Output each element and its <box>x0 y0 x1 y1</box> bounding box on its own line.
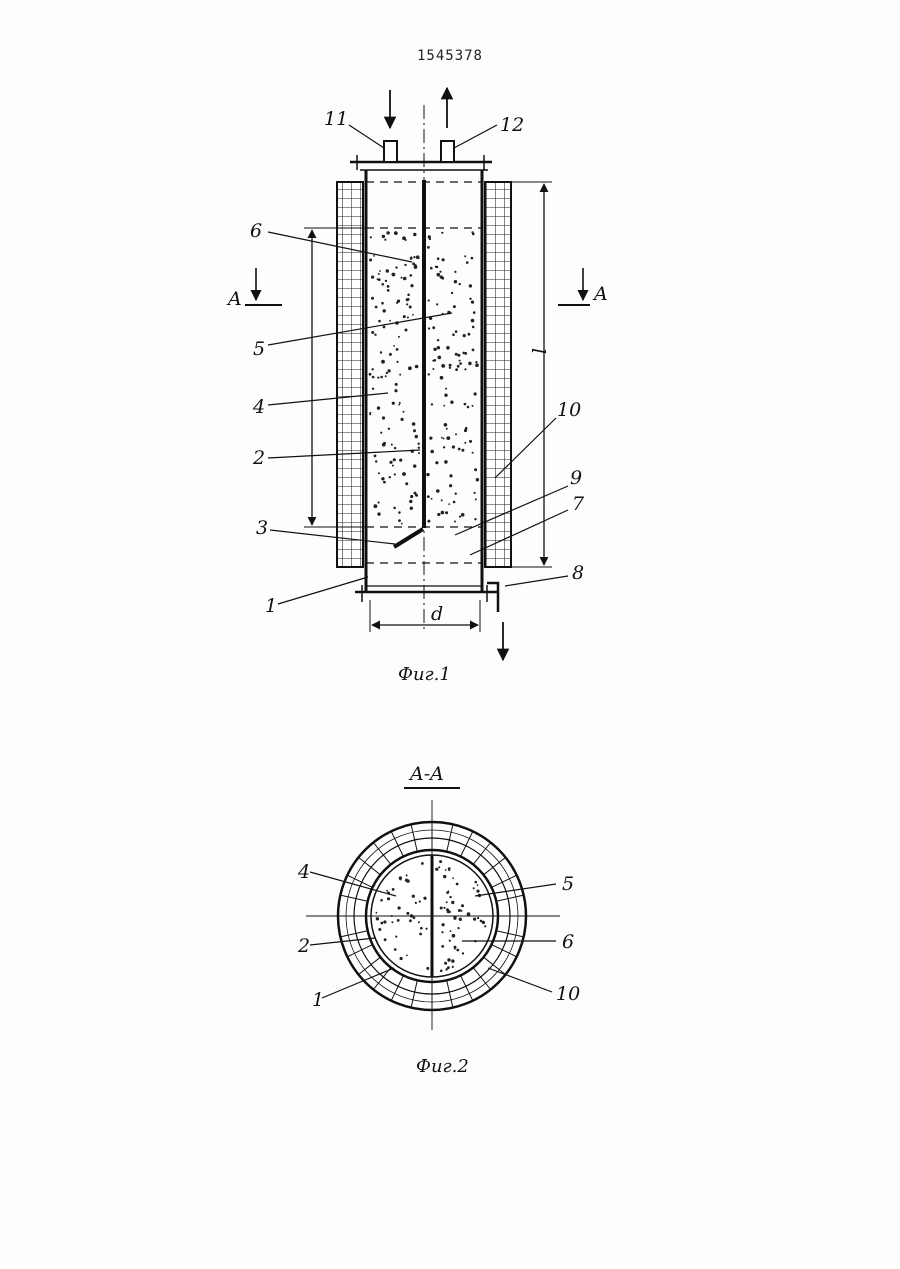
callout-9: 9 <box>570 467 582 489</box>
fig2-callout-4: 4 <box>297 861 310 883</box>
fig2-callout-2: 2 <box>297 935 310 957</box>
outlet-pipe <box>441 141 454 162</box>
length-label: l <box>527 348 549 354</box>
callout-10: 10 <box>557 399 581 421</box>
fig2-callout-10: 10 <box>556 983 580 1005</box>
svg-text:A: A <box>592 283 608 305</box>
callout-5: 5 <box>253 338 265 360</box>
heater-left <box>337 182 363 567</box>
fig1-drawing: l d A A <box>226 88 608 685</box>
heater-right <box>485 182 511 567</box>
callout-8: 8 <box>572 562 584 584</box>
callout-1: 1 <box>265 595 277 617</box>
callout-2: 2 <box>252 447 265 469</box>
callout-4: 4 <box>252 396 265 418</box>
flap <box>394 529 423 547</box>
drain-pipe <box>487 583 498 612</box>
inlet-pipe <box>384 141 397 162</box>
callout-12: 12 <box>500 114 524 136</box>
diameter-label: d <box>431 603 443 625</box>
callout-3: 3 <box>256 517 268 539</box>
fig1-caption: Фиг.1 <box>398 664 451 685</box>
fig2-callout-1: 1 <box>312 989 324 1011</box>
section-mark-left: A <box>226 268 282 310</box>
callout-11: 11 <box>324 108 348 130</box>
callout-6: 6 <box>250 220 262 242</box>
fig2-callout-5: 5 <box>562 873 574 895</box>
fig2-caption: Фиг.2 <box>416 1056 469 1077</box>
svg-text:A: A <box>226 288 242 310</box>
callout-7: 7 <box>572 493 585 515</box>
section-mark-right: A <box>558 268 608 305</box>
section-title: A-A <box>408 763 444 785</box>
fig2-drawing: A-A 4 2 1 5 6 <box>297 763 580 1077</box>
fig2-callout-6: 6 <box>562 931 574 953</box>
